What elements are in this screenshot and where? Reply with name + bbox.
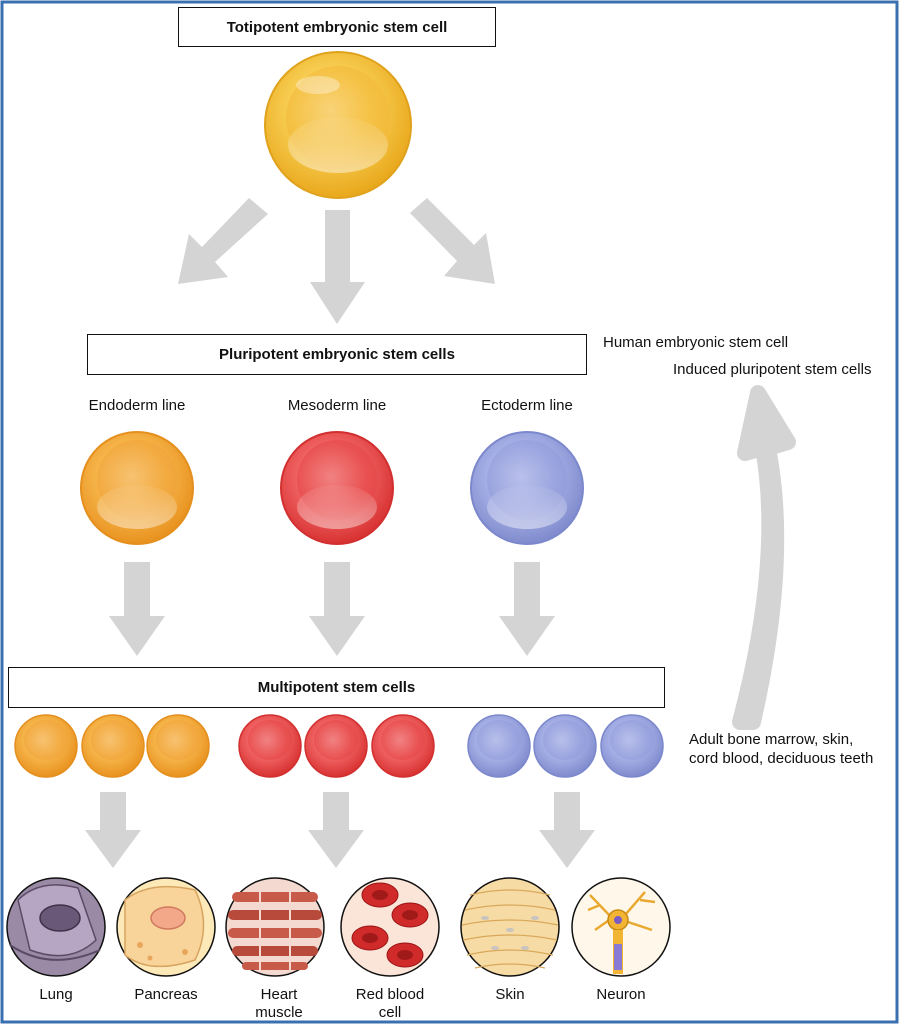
multipotent-cells-mesoderm (238, 714, 435, 778)
pluripotent-title-box: Pluripotent embryonic stem cells (87, 334, 587, 375)
human-embryonic-label: Human embryonic stem cell (603, 334, 789, 351)
arrows-totipotent (178, 198, 495, 324)
mesoderm-line-label: Mesoderm line (287, 397, 387, 414)
induced-pluripotent-label: Induced pluripotent stem cells (673, 361, 872, 378)
skin-cell-image (460, 877, 560, 977)
pluripotent-title: Pluripotent embryonic stem cells (219, 346, 455, 363)
ectoderm-line-label: Ectoderm line (481, 397, 573, 414)
endoderm-line-label: Endoderm line (88, 397, 186, 414)
multipotent-cells-ectoderm (467, 714, 664, 778)
skin-label: Skin (495, 986, 525, 1003)
totipotent-cell (264, 51, 412, 199)
multipotent-title: Multipotent stem cells (257, 679, 416, 696)
adult-sources-line2: cord blood, deciduous teeth (689, 750, 874, 767)
red-blood-cell-label-line2: cell (378, 1004, 402, 1021)
arrows-germ-lines (109, 562, 555, 656)
heart-muscle-label-line1: Heart (260, 986, 298, 1003)
multipotent-cells-endoderm (14, 714, 210, 778)
mesoderm-cell (280, 431, 394, 545)
totipotent-title-box: Totipotent embryonic stem cell (178, 7, 496, 47)
neuron-label: Neuron (596, 986, 646, 1003)
heart-muscle-image (225, 877, 325, 977)
red-blood-cell-image (340, 877, 440, 977)
red-blood-cell-label-line1: Red blood (355, 986, 425, 1003)
lung-label: Lung (39, 986, 73, 1003)
totipotent-title: Totipotent embryonic stem cell (226, 18, 448, 36)
adult-sources-line1: Adult bone marrow, skin, (689, 731, 854, 748)
arrow-left (178, 198, 268, 284)
pancreas-cell-image (116, 877, 216, 977)
ectoderm-cell (470, 431, 584, 545)
arrow-down (310, 210, 365, 324)
pancreas-label: Pancreas (134, 986, 198, 1003)
induced-reprogramming-arrow (732, 385, 796, 730)
arrow-right (410, 198, 495, 284)
neuron-image (571, 877, 671, 977)
arrows-differentiation (85, 792, 595, 868)
lung-cell-image (6, 877, 106, 977)
multipotent-title-box: Multipotent stem cells (8, 667, 665, 708)
endoderm-cell (80, 431, 194, 545)
heart-muscle-label-line2: muscle (255, 1004, 303, 1021)
